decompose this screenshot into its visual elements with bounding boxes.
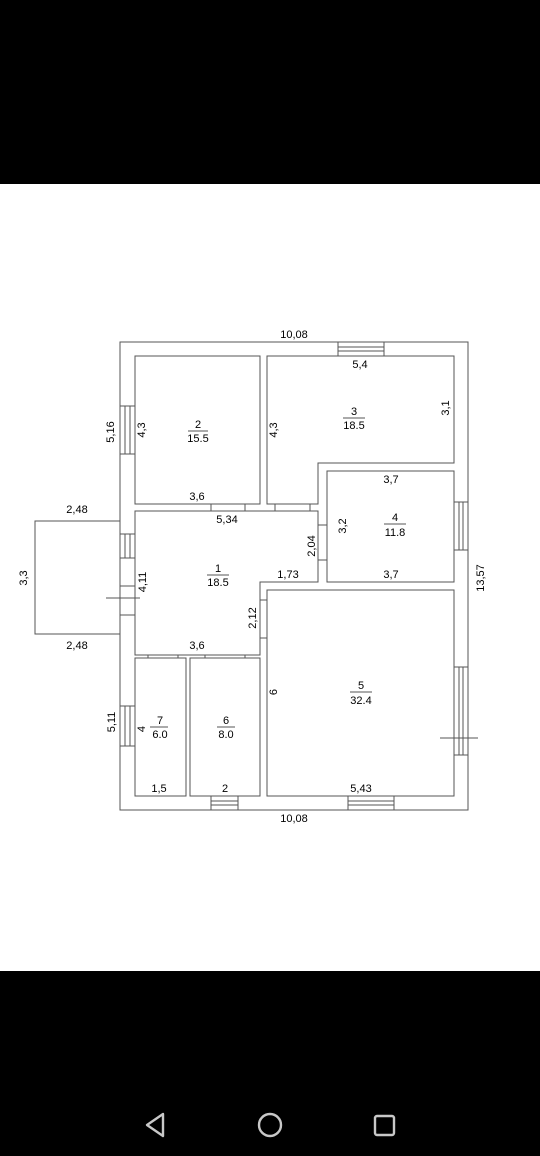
dim-room3-right: 3,1	[440, 400, 452, 415]
floor-plan: 10,08 10,08 13,57 2,48 2,48 3,3 2 15.5 5…	[18, 329, 487, 825]
room-3-number: 3	[351, 406, 357, 418]
room-2-number: 2	[195, 419, 201, 431]
dim-room7-left-inner: 4	[136, 726, 148, 732]
dim-room7-bottom: 1,5	[151, 783, 166, 795]
dim-room6-bottom: 2	[222, 783, 228, 795]
recents-icon[interactable]	[367, 1108, 401, 1142]
dim-room5-left: 6	[268, 689, 280, 695]
room-4-number: 4	[392, 512, 398, 524]
dim-top-width: 10,08	[280, 329, 308, 341]
window-bottom-room6	[210, 795, 239, 811]
dim-room1-top: 5,34	[216, 514, 237, 526]
room-5-number: 5	[358, 680, 364, 692]
room-4-area: 11.8	[385, 527, 406, 539]
back-icon[interactable]	[138, 1108, 172, 1142]
room-2-area: 15.5	[187, 433, 208, 445]
dim-room4-left: 3,2	[337, 518, 349, 533]
window-left-room2	[119, 405, 136, 455]
room-3-area: 18.5	[343, 420, 364, 432]
dim-room2-bottom: 3,6	[189, 491, 204, 503]
door-room7	[147, 655, 179, 658]
dim-right-height: 13,57	[475, 564, 487, 592]
room-3-outline	[266, 355, 455, 505]
room-1-area: 18.5	[207, 577, 228, 589]
dim-room1-right: 2,04	[306, 535, 318, 556]
room-5-area: 32.4	[350, 695, 371, 707]
dim-room3-top: 5,4	[352, 359, 367, 371]
door-room6	[204, 655, 246, 658]
dim-room5-bottom: 5,43	[350, 783, 371, 795]
dim-room1-bottom: 3,6	[189, 640, 204, 652]
porch-outline	[34, 520, 121, 635]
dim-room2-left-inner: 4,3	[136, 422, 148, 437]
dim-room1-right-low: 2,12	[247, 607, 259, 628]
door-room3	[274, 504, 311, 511]
dim-bottom-width: 10,08	[280, 813, 308, 825]
dim-room1-left: 4,11	[137, 572, 149, 593]
room-7-number: 7	[157, 715, 163, 727]
window-right-room5	[440, 666, 478, 756]
door-room4	[318, 524, 327, 561]
dim-room4-top: 3,7	[383, 474, 398, 486]
dim-room4-bottom: 3,7	[383, 569, 398, 581]
dim-room3-left: 4,3	[268, 422, 280, 437]
android-navigation-bar	[0, 1092, 540, 1156]
window-top	[337, 341, 385, 357]
dim-room7-left-outer: 5,11	[106, 712, 118, 733]
home-icon[interactable]	[253, 1108, 287, 1142]
door-room2	[210, 504, 246, 511]
room-6-number: 6	[223, 715, 229, 727]
window-bottom-room5	[347, 795, 395, 811]
entrance-door	[106, 585, 140, 616]
window-left-room1	[119, 533, 136, 559]
door-room5	[260, 599, 267, 639]
dim-room2-left-outer: 5,16	[105, 421, 117, 442]
room-5-outline	[266, 589, 455, 797]
window-left-room7	[119, 705, 136, 747]
room-6-area: 8.0	[218, 729, 233, 741]
room-7-area: 6.0	[152, 729, 167, 741]
room-1-outline	[134, 510, 319, 656]
dim-room1-mid: 1,73	[277, 569, 298, 581]
window-right-room4	[453, 501, 469, 551]
floor-plan-sheet: 10,08 10,08 13,57 2,48 2,48 3,3 2 15.5 5…	[0, 184, 540, 971]
dim-porch-bottom: 2,48	[66, 640, 87, 652]
dim-porch-depth: 3,3	[18, 570, 30, 585]
room-1-number: 1	[215, 563, 221, 575]
dim-porch-top: 2,48	[66, 504, 87, 516]
